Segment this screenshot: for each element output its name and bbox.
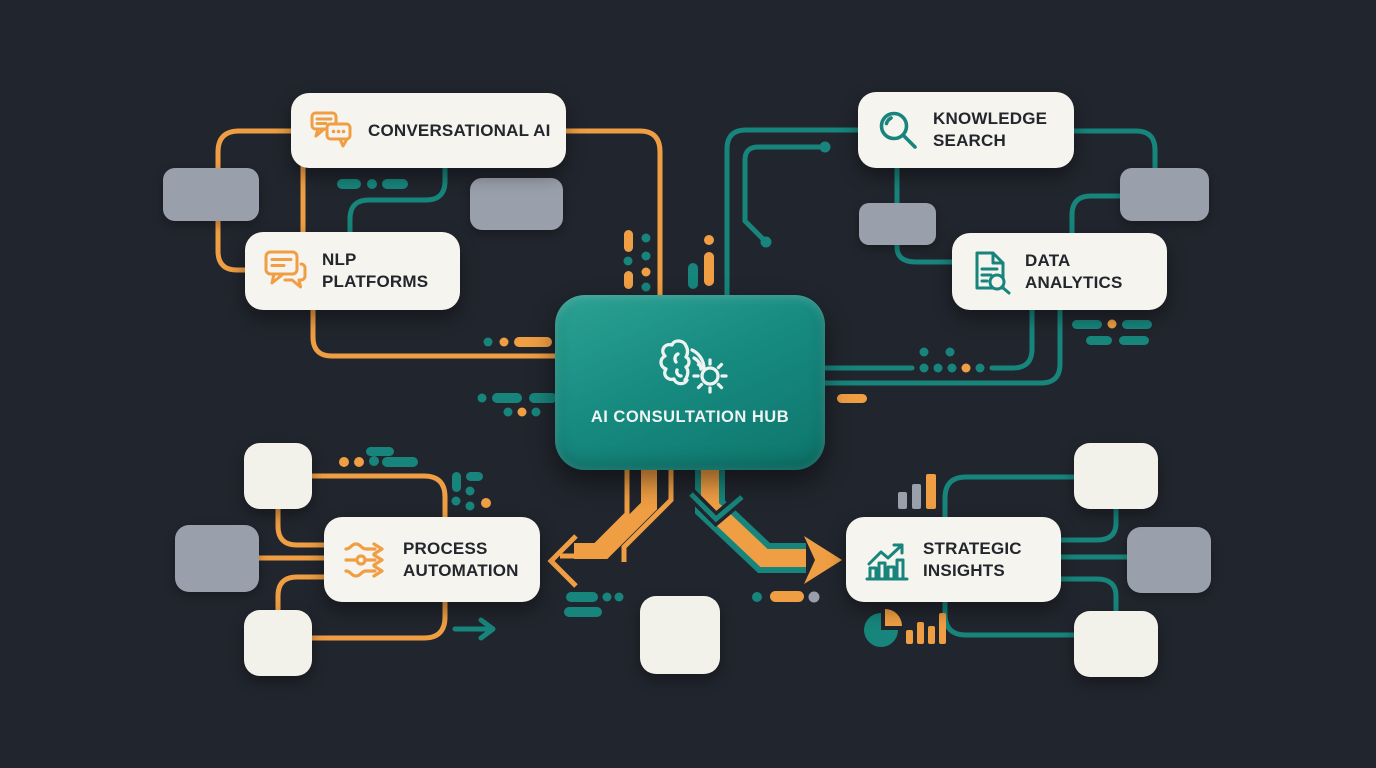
magnifier-icon — [879, 111, 917, 149]
node-card-process-automation: PROCESS AUTOMATION — [324, 517, 540, 602]
right-trace-bundle — [686, 460, 842, 584]
speech-bubble-icon — [264, 250, 307, 289]
node-label: NLP PLATFORMS — [322, 250, 429, 291]
right-arrow-icon — [452, 617, 496, 641]
node-card-nlp-platforms: NLP PLATFORMS — [245, 232, 460, 310]
node-label: CONVERSATIONAL AI — [368, 120, 551, 140]
growth-chart-icon — [865, 543, 909, 580]
placeholder-tile — [1074, 443, 1158, 509]
placeholder-tile — [244, 610, 312, 676]
placeholder-box — [175, 525, 259, 592]
node-card-conversational-ai: CONVERSATIONAL AI — [291, 93, 566, 168]
node-card-data-analytics: DATA ANALYTICS — [952, 233, 1167, 310]
node-label: STRATEGIC INSIGHTS — [923, 538, 1022, 580]
placeholder-box — [1127, 527, 1211, 593]
mini-orange-bars-icon — [906, 613, 946, 644]
pie-chart-icon — [864, 609, 902, 647]
placeholder-tile — [1074, 611, 1158, 677]
chat-bubbles-icon — [310, 111, 352, 147]
placeholder-box — [163, 168, 259, 221]
placeholder-box — [470, 178, 563, 230]
placeholder-tile — [244, 443, 312, 509]
mini-bar-chart-icon — [898, 474, 936, 509]
left-trace-bundle — [547, 460, 674, 588]
node-label: DATA ANALYTICS — [1025, 250, 1123, 292]
flow-arrows-icon — [344, 541, 384, 578]
teal-wire-network — [347, 127, 1158, 638]
placeholder-box — [1120, 168, 1209, 221]
document-search-icon — [975, 251, 1011, 294]
circuit-node-dots — [760, 141, 985, 373]
dash-dot-decorations — [337, 179, 1152, 617]
brain-gear-icon — [659, 339, 728, 394]
node-card-knowledge-search: KNOWLEDGE SEARCH — [858, 92, 1074, 168]
node-label: KNOWLEDGE SEARCH — [933, 109, 1048, 150]
hub-card: AI CONSULTATION HUB — [555, 295, 825, 470]
hub-label: AI CONSULTATION HUB — [590, 408, 790, 427]
placeholder-tile — [640, 596, 720, 674]
placeholder-box — [859, 203, 936, 245]
node-card-strategic-insights: STRATEGIC INSIGHTS — [846, 517, 1061, 602]
node-label: PROCESS AUTOMATION — [403, 538, 519, 580]
